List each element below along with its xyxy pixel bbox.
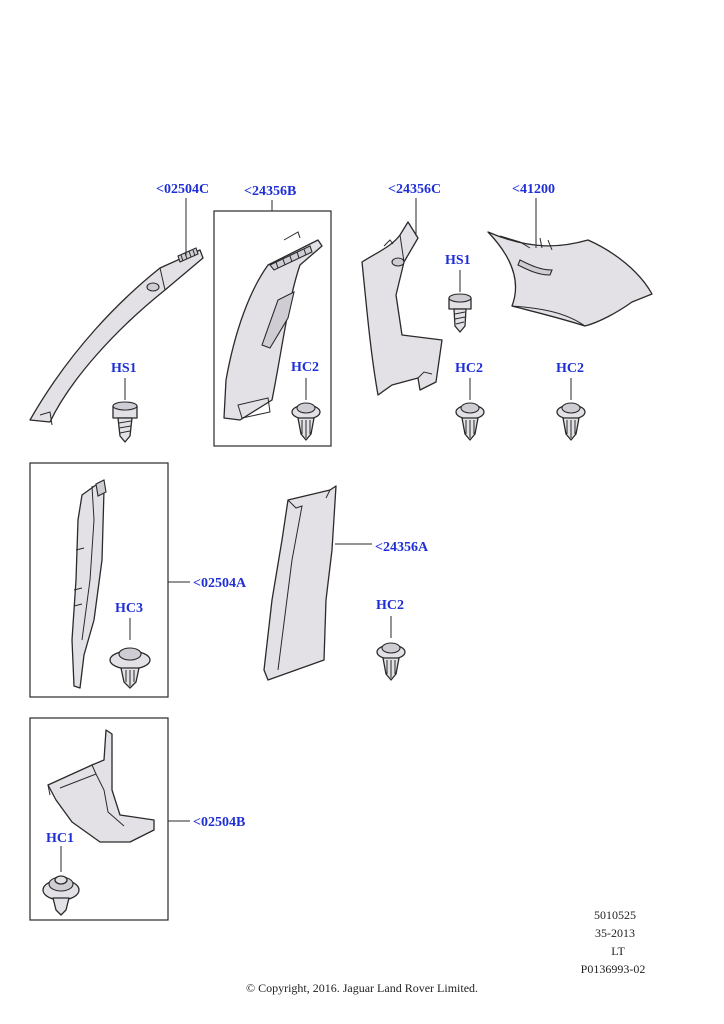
callout-02504A[interactable]: <02504A	[193, 576, 247, 591]
c-pillar-trim-part	[361, 221, 443, 396]
callout-hs1-left[interactable]: HS1	[111, 361, 137, 376]
callout-hc2-lower[interactable]: HC2	[376, 598, 404, 613]
callout-02504C[interactable]: <02504C	[156, 182, 210, 197]
sill-trim-part	[47, 729, 155, 843]
hs1-screw-part	[112, 378, 138, 443]
callout-hc1[interactable]: HC1	[46, 831, 74, 846]
diagram-reference-1: 5010525	[594, 908, 636, 922]
callout-41200[interactable]: <41200	[512, 182, 555, 197]
hc2-clip-part-1	[455, 378, 485, 441]
diagram-reference-3: LT	[611, 944, 625, 958]
a-pillar-lower-trim-part	[71, 479, 107, 689]
hc1-clip-part	[42, 846, 80, 916]
callout-hs1-right[interactable]: HS1	[445, 253, 471, 268]
callout-02504B[interactable]: <02504B	[193, 815, 246, 830]
quarter-trim-part	[487, 231, 653, 327]
callout-hc2-box[interactable]: HC2	[291, 360, 319, 375]
diagram-reference-4: P0136993-02	[580, 962, 646, 976]
hc2-clip-part-2	[556, 378, 586, 441]
callout-hc3[interactable]: HC3	[115, 601, 143, 616]
callout-24356A[interactable]: <24356A	[375, 540, 429, 555]
b-pillar-upper-trim-part	[223, 231, 323, 421]
diagram-reference-2: 35-2013	[595, 926, 635, 940]
callout-24356B[interactable]: <24356B	[244, 184, 297, 199]
box-02504A	[29, 462, 169, 698]
copyright-notice: © Copyright, 2016. Jaguar Land Rover Lim…	[245, 981, 479, 995]
callout-hc2-mid[interactable]: HC2	[455, 361, 483, 376]
callout-24356C[interactable]: <24356C	[388, 182, 442, 197]
hc2-clip-box	[291, 378, 321, 441]
box-02504B	[29, 717, 169, 921]
callout-hc2-right[interactable]: HC2	[556, 361, 584, 376]
a-pillar-trim-part	[29, 247, 204, 426]
b-pillar-lower-trim-part	[263, 485, 337, 681]
hc3-clip-part	[109, 618, 151, 689]
hs1-screw-part-2	[448, 270, 472, 333]
hc2-clip-part-3	[376, 616, 406, 681]
